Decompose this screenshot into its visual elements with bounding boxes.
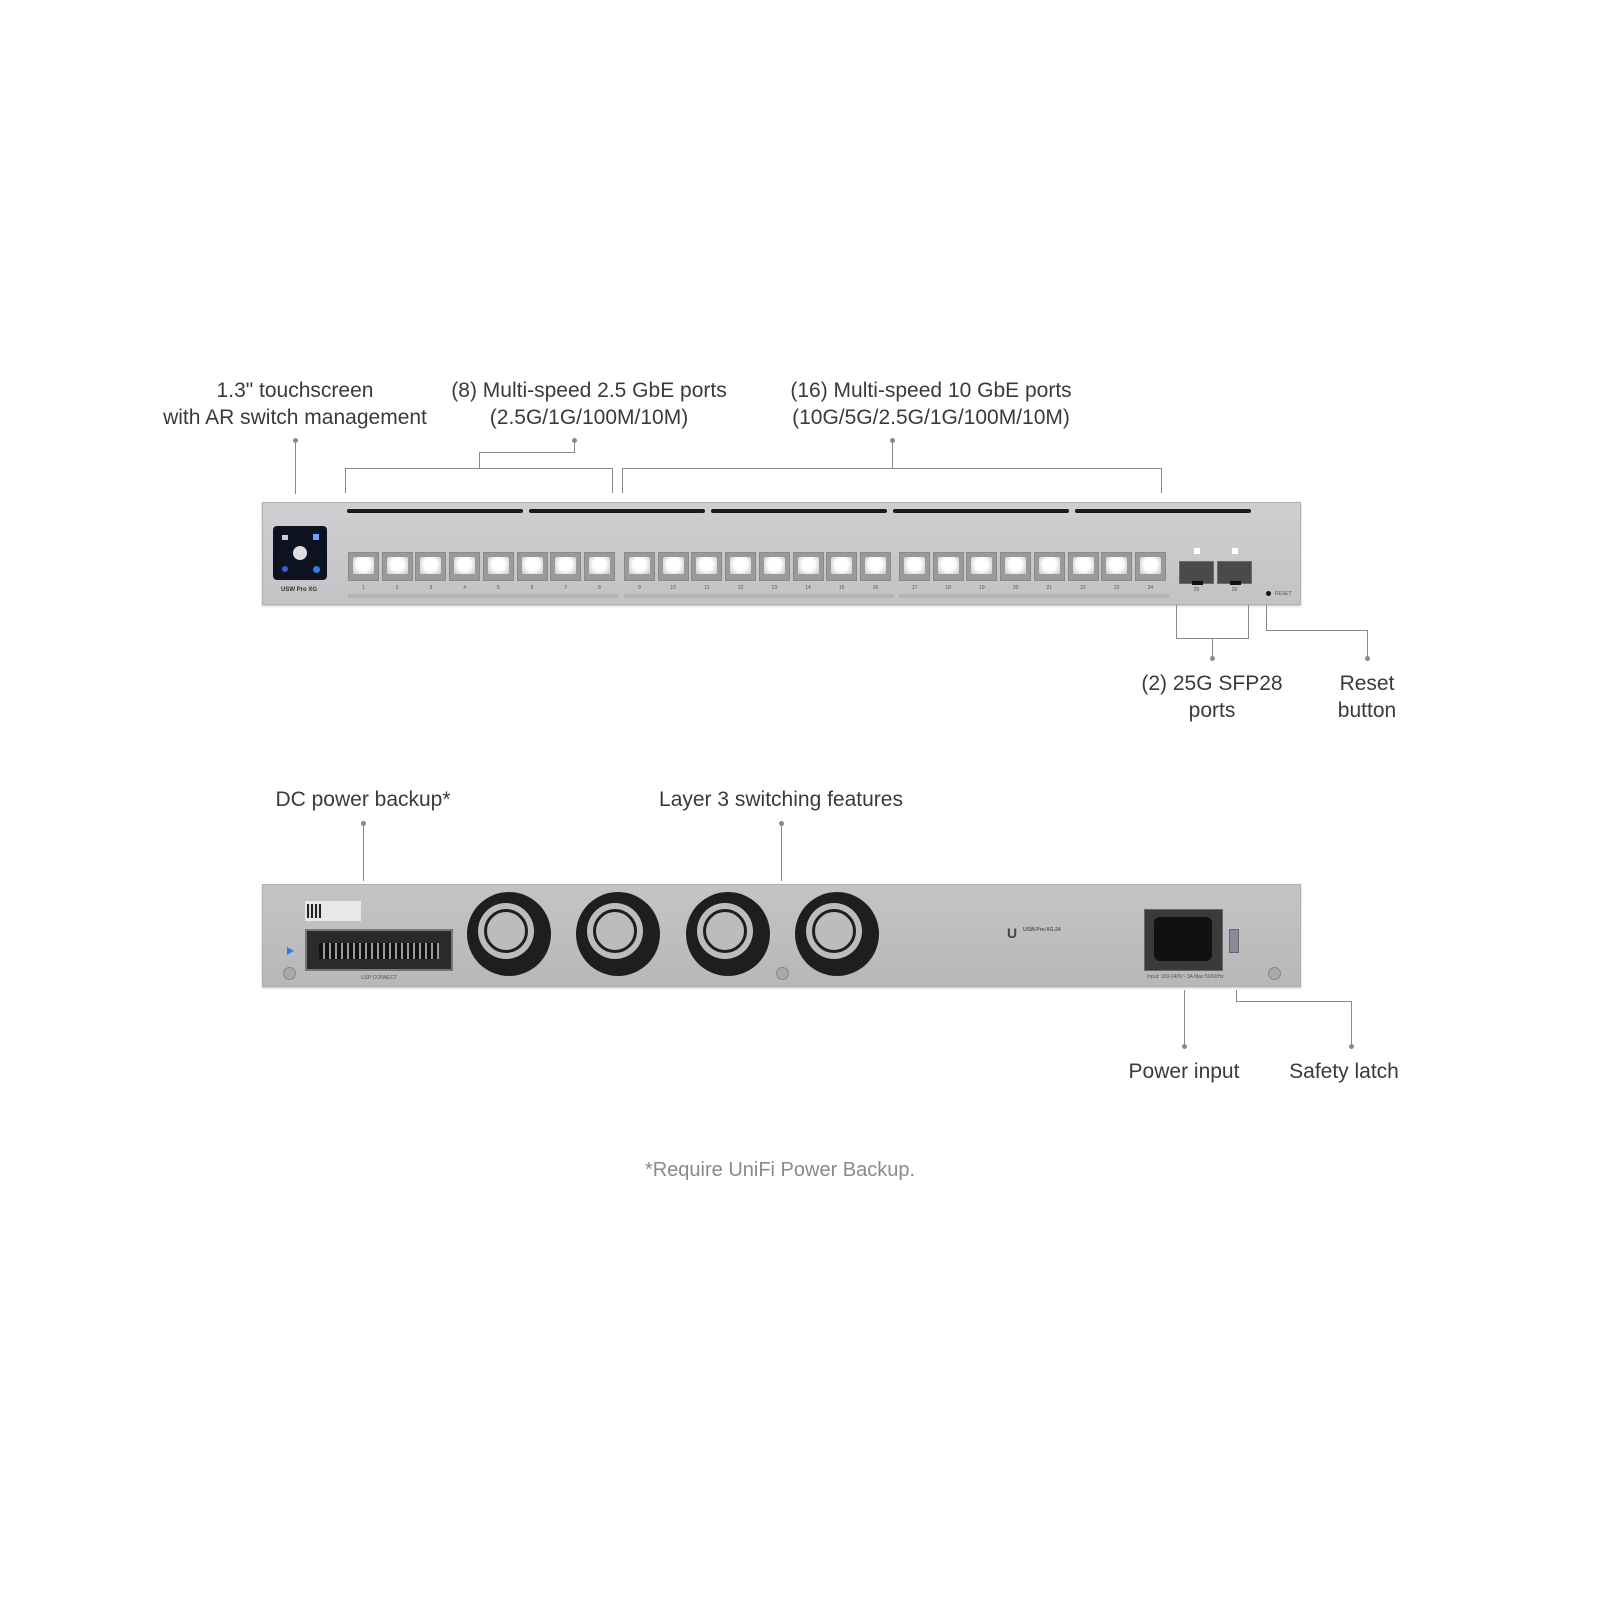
fan [576,892,660,976]
model-label: USW Pro XG [281,587,318,593]
rear-model-label: USW-Pro-XG-24 [1023,927,1061,933]
rj45-port-15[interactable] [826,552,858,581]
port-group-bar [624,594,894,598]
safety-latch[interactable] [1229,929,1239,953]
sfp28-port-25[interactable] [1179,561,1214,585]
port-number: 15 [838,585,845,591]
dc-backup-label: DC power backup* [275,788,451,811]
rj45-port-14[interactable] [792,552,824,581]
dc-power-connector[interactable] [305,929,453,971]
rj45-port-8[interactable] [583,552,615,581]
rj45-port-10[interactable] [657,552,689,581]
rj45-port-16[interactable] [859,552,891,581]
screw [283,967,296,980]
status-led [1232,548,1238,554]
port-number: 16 [872,585,879,591]
port-number: 8 [598,585,601,591]
port-number: 14 [805,585,811,591]
reset-button[interactable] [1266,591,1271,596]
fan [467,892,551,976]
port-number: 1 [362,585,365,591]
power-input-socket[interactable] [1144,909,1223,971]
rj45-port-22[interactable] [1067,552,1099,581]
rj45-port-4[interactable] [449,552,481,581]
port-number: 18 [945,585,951,591]
rj45-port-3[interactable] [415,552,447,581]
status-led [1194,548,1200,554]
vent-slot [347,509,523,513]
port-number: 12 [737,585,744,591]
port-number: 4 [463,585,466,591]
power-input-label: Power input [1128,1060,1240,1083]
footnote: *Require UniFi Power Backup. [644,1159,916,1181]
rj45-port-18[interactable] [932,552,964,581]
port-number: 23 [1113,585,1120,591]
port-number: 7 [564,585,568,591]
vent-slot [1075,509,1251,513]
port-number: 26 [1231,587,1238,593]
rj45-port-21[interactable] [1033,552,1065,581]
port-number: 19 [979,585,985,591]
rear-panel: USP CONNECT U USW-Pro-XG-24 Input: 100-2… [262,884,1301,987]
vent-slot [529,509,705,513]
ports-10g-label: (16) Multi-speed 10 GbE ports(10G/5G/2.5… [790,379,1072,429]
rj45-port-7[interactable] [550,552,582,581]
arrow-icon [287,947,294,955]
port-number: 22 [1080,585,1086,591]
rj45-port-6[interactable] [516,552,548,581]
port-number: 25 [1193,587,1200,593]
layer3-label: Layer 3 switching features [659,788,903,811]
fan [795,892,879,976]
port-number: 2 [395,585,399,591]
port-number: 5 [496,585,500,591]
rj45-port-13[interactable] [758,552,790,581]
port-number: 6 [530,585,534,591]
screw [776,967,789,980]
reset-label: RESET [1275,591,1292,597]
port-number: 9 [638,585,641,591]
screw [1268,967,1281,980]
port-number: 11 [704,585,710,591]
port-number: 17 [911,585,918,591]
port-number: 13 [771,585,778,591]
vent-slot [893,509,1069,513]
touchscreen[interactable] [273,526,327,580]
rj45-port-12[interactable] [725,552,757,581]
rj45-port-5[interactable] [482,552,514,581]
dc-connector-label: USP CONNECT [361,975,398,981]
port-number: 10 [670,585,676,591]
rj45-port-2[interactable] [381,552,413,581]
rj45-port-24[interactable] [1134,552,1166,581]
rj45-port-1[interactable] [348,552,379,581]
rj45-port-20[interactable] [1000,552,1032,581]
port-group-bar [348,594,618,598]
rj45-port-23[interactable] [1101,552,1133,581]
port-number: 20 [1012,585,1019,591]
rj45-port-19[interactable] [966,552,998,581]
ubiquiti-logo: U [1007,925,1018,941]
port-number: 3 [429,585,433,591]
port-number: 24 [1147,585,1154,591]
vent-slot [711,509,887,513]
rj45-port-11[interactable] [691,552,723,581]
port-number: 21 [1046,585,1053,591]
rj45-port-9[interactable] [624,552,655,581]
callout-line [295,440,296,494]
power-rating: Input: 100-240V~ 3A Max 50/60Hz [1147,974,1224,980]
rj45-port-17[interactable] [899,552,930,581]
serial-sticker [305,901,361,921]
fan [686,892,770,976]
sfp28-port-26[interactable] [1217,561,1252,585]
port-group-bar [899,594,1169,598]
ports-2-5g-label: (8) Multi-speed 2.5 GbE ports(2.5G/1G/10… [451,379,727,429]
safety-latch-label: Safety latch [1289,1060,1399,1083]
